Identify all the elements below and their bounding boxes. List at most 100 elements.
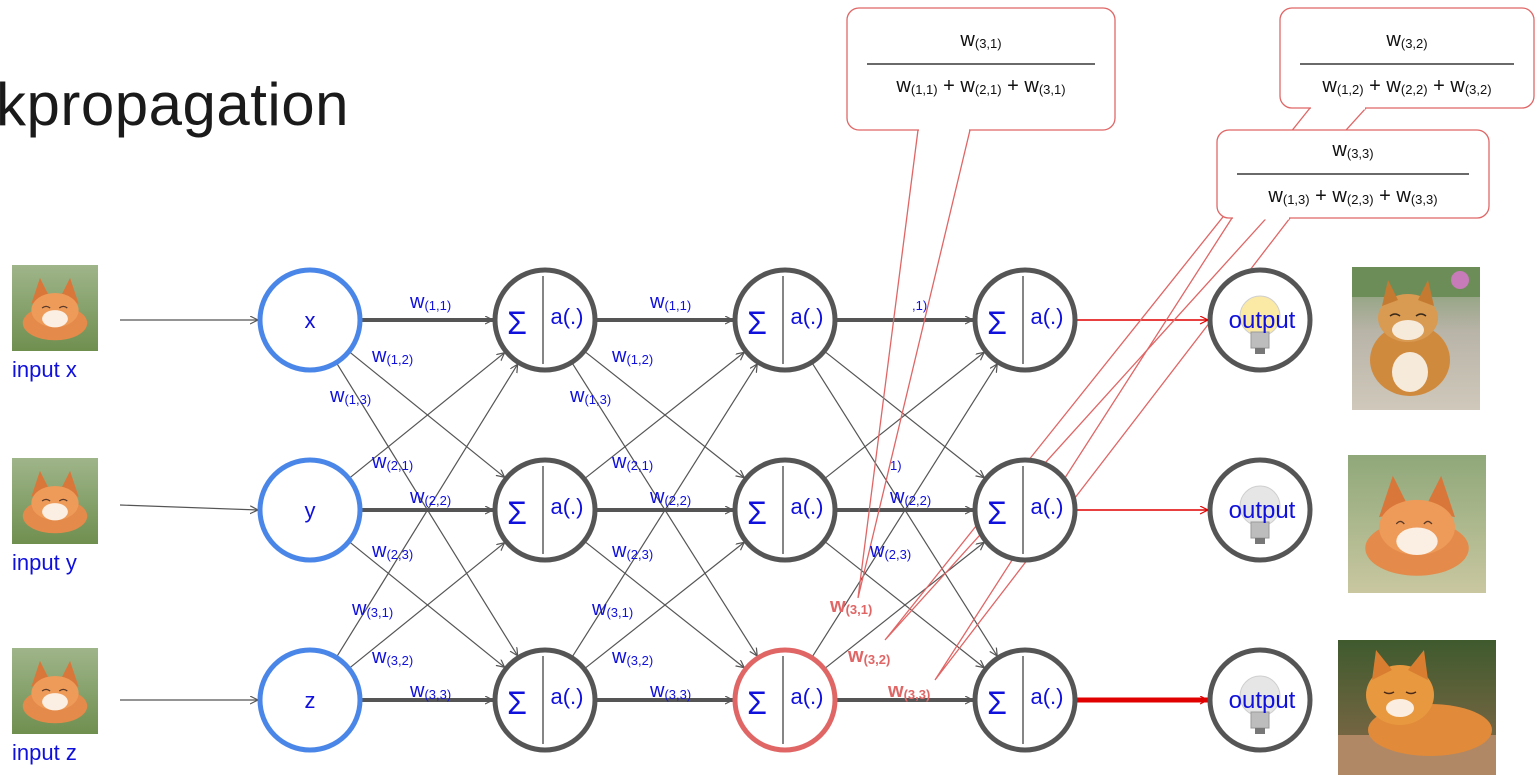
output-photo-cat bbox=[1338, 640, 1496, 775]
input-label: input z bbox=[12, 740, 77, 765]
connection-edge bbox=[811, 364, 998, 659]
connection-edge bbox=[335, 364, 517, 658]
lightbulb-icon bbox=[1239, 675, 1281, 734]
dog-eyes bbox=[1389, 313, 1427, 317]
lightbulb-icon bbox=[1239, 485, 1281, 544]
input-node-label: y bbox=[305, 498, 316, 523]
weight-label-layer1: w(2,3) bbox=[371, 540, 413, 562]
callout-numerator: w(3,1) bbox=[959, 29, 1001, 51]
weight-label-layer2: w(1,3) bbox=[569, 385, 611, 407]
cat-head bbox=[1366, 665, 1434, 725]
connection-edge bbox=[348, 543, 505, 670]
weight-label-layer1: w(3,2) bbox=[371, 646, 413, 668]
neuron bbox=[972, 647, 1078, 753]
cat-ear bbox=[1372, 650, 1392, 680]
connection-edge bbox=[823, 350, 984, 478]
sum-symbol: Σ bbox=[507, 685, 527, 721]
dog-chest bbox=[1392, 352, 1428, 392]
lightbulb-icon bbox=[1239, 295, 1281, 354]
fox-muzzle bbox=[42, 310, 68, 328]
bulb-base bbox=[1250, 711, 1270, 729]
sum-symbol: Σ bbox=[987, 685, 1007, 721]
dog-ear bbox=[1382, 280, 1398, 306]
weight-ratio-callout: w(3,3)w(1,3) + w(2,3) + w(3,3) bbox=[1216, 129, 1490, 220]
bulb-tip bbox=[1255, 728, 1265, 734]
weight-label-layer1: w(2,2) bbox=[409, 486, 451, 508]
input-node bbox=[257, 647, 363, 753]
fox-eyes bbox=[41, 305, 68, 309]
activation-label: a(.) bbox=[1031, 494, 1064, 519]
output-label: output bbox=[1229, 307, 1296, 334]
neuron bbox=[972, 267, 1078, 373]
callout-denominator: w(1,1) + w(2,1) + w(3,1) bbox=[895, 75, 1065, 97]
neuron bbox=[732, 267, 838, 373]
bulb-tip bbox=[1255, 538, 1265, 544]
callout-numerator: w(3,2) bbox=[1385, 29, 1427, 51]
highlighted-weight: w(3,2) bbox=[847, 645, 890, 667]
activation-label: a(.) bbox=[551, 684, 584, 709]
sum-symbol: Σ bbox=[747, 685, 767, 721]
weight-label-layer1: w(1,3) bbox=[329, 385, 371, 407]
fox-muzzle bbox=[1396, 527, 1438, 556]
fox-muzzle bbox=[42, 693, 68, 711]
sum-symbol: Σ bbox=[507, 305, 527, 341]
callout-denominator: w(1,2) + w(2,2) + w(3,2) bbox=[1321, 75, 1491, 97]
weight-label-layer3: ,1) bbox=[912, 298, 927, 313]
connection-edge bbox=[823, 542, 984, 670]
cat-ear bbox=[1408, 650, 1428, 680]
connection-edge bbox=[823, 540, 984, 668]
highlighted-neuron bbox=[732, 647, 838, 753]
photo-flowers bbox=[1451, 271, 1469, 289]
input-node-label: x bbox=[305, 308, 316, 333]
input-node bbox=[257, 267, 363, 373]
weight-label-layer3: 1) bbox=[890, 458, 902, 473]
connection-edge bbox=[348, 540, 505, 667]
activation-label: a(.) bbox=[551, 494, 584, 519]
weight-label-layer1: w(3,3) bbox=[409, 680, 451, 702]
input-fox-thumbnail bbox=[12, 265, 98, 351]
weight-ratio-callout: w(3,2) w(1,2) + w(2,2) + w(3,2) bbox=[1279, 7, 1535, 110]
weight-label-layer3: w(2,3) bbox=[869, 540, 911, 562]
input-node-label: z bbox=[305, 688, 316, 713]
input-fox-thumbnail bbox=[12, 648, 98, 734]
input-arrow bbox=[119, 504, 258, 510]
connection-edge bbox=[823, 352, 984, 480]
bulb-base bbox=[1250, 331, 1270, 349]
bulb-base bbox=[1250, 521, 1270, 539]
highlighted-weight: w(3,3) bbox=[887, 680, 930, 702]
connection-edge bbox=[348, 350, 505, 477]
dog-ear bbox=[1418, 280, 1434, 306]
callout-numerator: w(3,3) bbox=[1331, 139, 1373, 161]
sum-symbol: Σ bbox=[987, 495, 1007, 531]
activation-label: a(.) bbox=[1031, 684, 1064, 709]
connection-edge bbox=[583, 352, 744, 480]
callout-tail bbox=[857, 129, 971, 599]
input-fox-thumbnail bbox=[12, 458, 98, 544]
weight-label-layer2: w(2,3) bbox=[611, 540, 653, 562]
neuron bbox=[972, 457, 1078, 563]
activation-label: a(.) bbox=[791, 684, 824, 709]
neuron bbox=[492, 647, 598, 753]
fox-eyes bbox=[41, 688, 68, 692]
output-label: output bbox=[1229, 497, 1296, 524]
neuron bbox=[732, 457, 838, 563]
activation-label: a(.) bbox=[791, 494, 824, 519]
weight-label-layer2: w(3,1) bbox=[591, 598, 633, 620]
weight-label-layer1: w(1,1) bbox=[409, 291, 451, 313]
weight-label-layer2: w(3,2) bbox=[611, 646, 653, 668]
weight-label-layer2: w(2,1) bbox=[611, 451, 653, 473]
cat-muzzle bbox=[1386, 699, 1414, 717]
neuron bbox=[492, 267, 598, 373]
weight-label-layer1: w(1,2) bbox=[371, 345, 413, 367]
connection-edge bbox=[583, 350, 744, 478]
cat-eyes bbox=[1383, 691, 1417, 695]
bulb-tip bbox=[1255, 348, 1265, 354]
neuron bbox=[492, 457, 598, 563]
connection-edge bbox=[583, 542, 744, 670]
sum-symbol: Σ bbox=[507, 495, 527, 531]
weight-label-layer2: w(2,2) bbox=[649, 486, 691, 508]
dog-muzzle bbox=[1392, 320, 1424, 340]
activation-label: a(.) bbox=[791, 304, 824, 329]
